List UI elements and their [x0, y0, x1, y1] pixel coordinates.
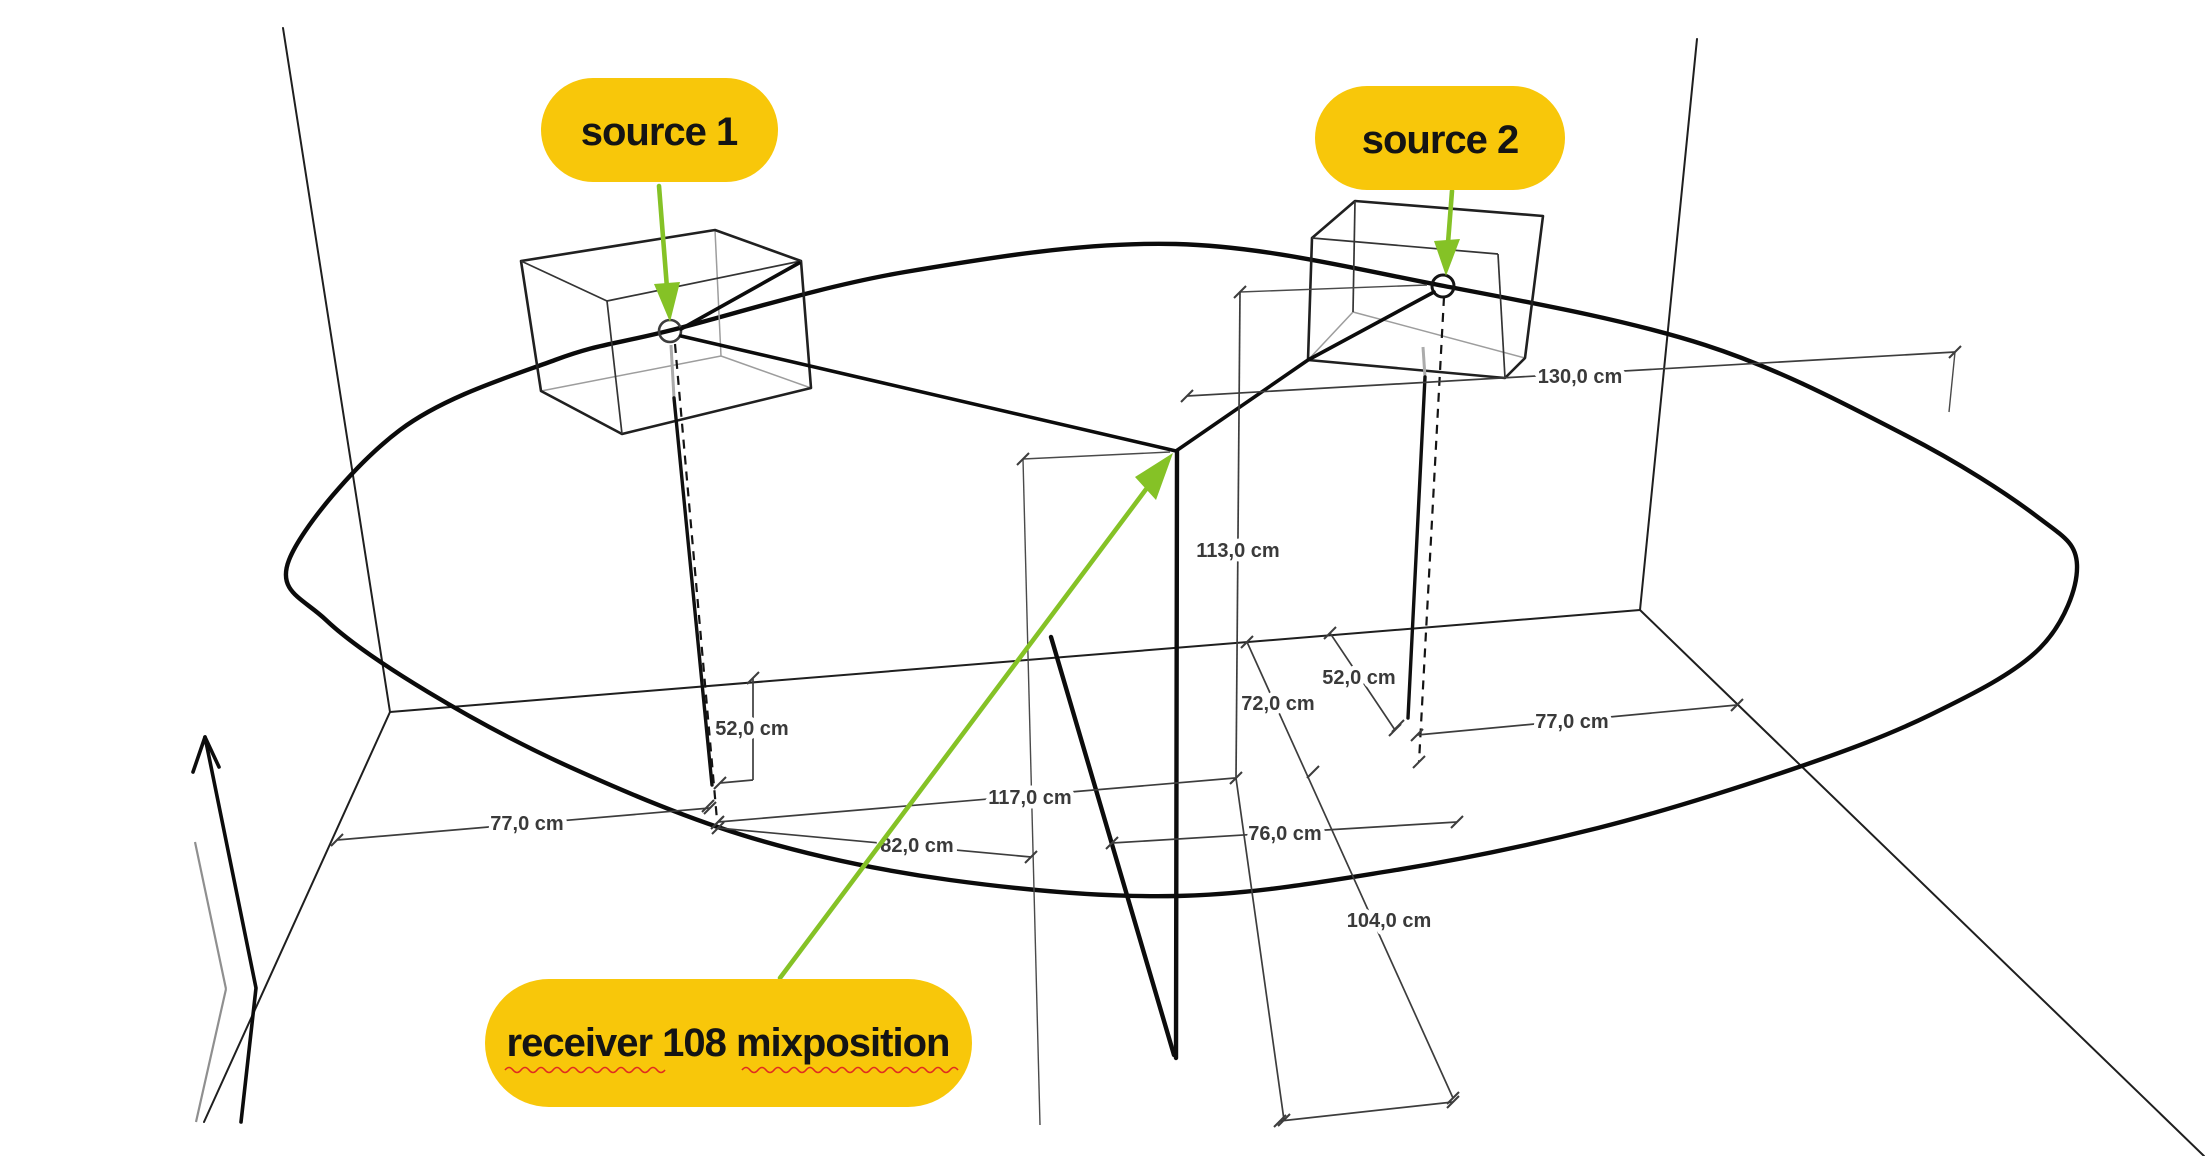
source-2-receiver-line	[1174, 290, 1436, 453]
dimension-76: 76,0 cm	[1248, 823, 1321, 845]
source-1-box	[519, 228, 813, 436]
receiver-pole	[1048, 448, 1180, 1061]
dimension-ticks	[330, 285, 1962, 1128]
arrow-source-1	[654, 183, 680, 322]
source-2-drop-line	[1417, 296, 1446, 763]
dimension-52-left: 52,0 cm	[715, 718, 788, 740]
dimension-130: 130,0 cm	[1538, 366, 1623, 388]
dimension-52-mid: 52,0 cm	[1322, 667, 1395, 689]
source-2-pill-text: source 2	[1362, 118, 1519, 162]
source-1-wedge-line	[679, 261, 801, 331]
room-outline	[203, 27, 2205, 1156]
source-1-receiver-line	[679, 334, 1178, 453]
source-1-pill-text: source 1	[581, 110, 738, 154]
label-source-2: source 2	[1315, 86, 1565, 190]
spellcheck-underline-receiver	[504, 1066, 666, 1074]
source-2-point	[1430, 273, 1456, 299]
left-wall-corner	[282, 27, 391, 713]
dimension-lines	[336, 284, 1956, 1126]
dimension-72: 72,0 cm	[1241, 693, 1314, 715]
source-2-stand	[1406, 375, 1427, 720]
source-1-stand	[672, 396, 714, 787]
source-2-box	[1306, 199, 1545, 380]
dimension-77-right: 77,0 cm	[1535, 711, 1608, 733]
dimension-82: 82,0 cm	[880, 835, 953, 857]
spellcheck-underline-mixposition	[741, 1066, 959, 1074]
source-to-receiver-lines	[679, 261, 1436, 453]
dimension-77-left: 77,0 cm	[490, 813, 563, 835]
dimension-104: 104,0 cm	[1347, 910, 1432, 932]
speaker-circle-ellipse	[283, 241, 2080, 899]
source-1-stand-hidden	[669, 344, 676, 399]
label-source-1: source 1	[541, 78, 778, 182]
arrow-receiver	[777, 453, 1173, 981]
axis-arrow	[191, 735, 258, 1124]
label-receiver: receiver 108 mixposition	[485, 979, 972, 1107]
dimension-117: 117,0 cm	[988, 787, 1071, 809]
arrow-source-2	[1434, 188, 1460, 276]
left-floor-edge	[203, 711, 391, 1123]
front-right-floor-edge	[1639, 609, 2205, 1156]
receiver-pill	[485, 979, 972, 1107]
right-wall-corner	[1639, 38, 1698, 611]
source-1-pill	[541, 78, 778, 182]
dimension-labels: 113,0 cm 130,0 cm 52,0 cm 72,0 cm 77,0 c…	[486, 362, 1627, 937]
source-2-stand-hidden	[1421, 346, 1427, 378]
dimension-113: 113,0 cm	[1196, 540, 1279, 562]
source-2-pill	[1315, 86, 1565, 190]
receiver-pill-text: receiver 108 mixposition	[507, 1021, 950, 1065]
